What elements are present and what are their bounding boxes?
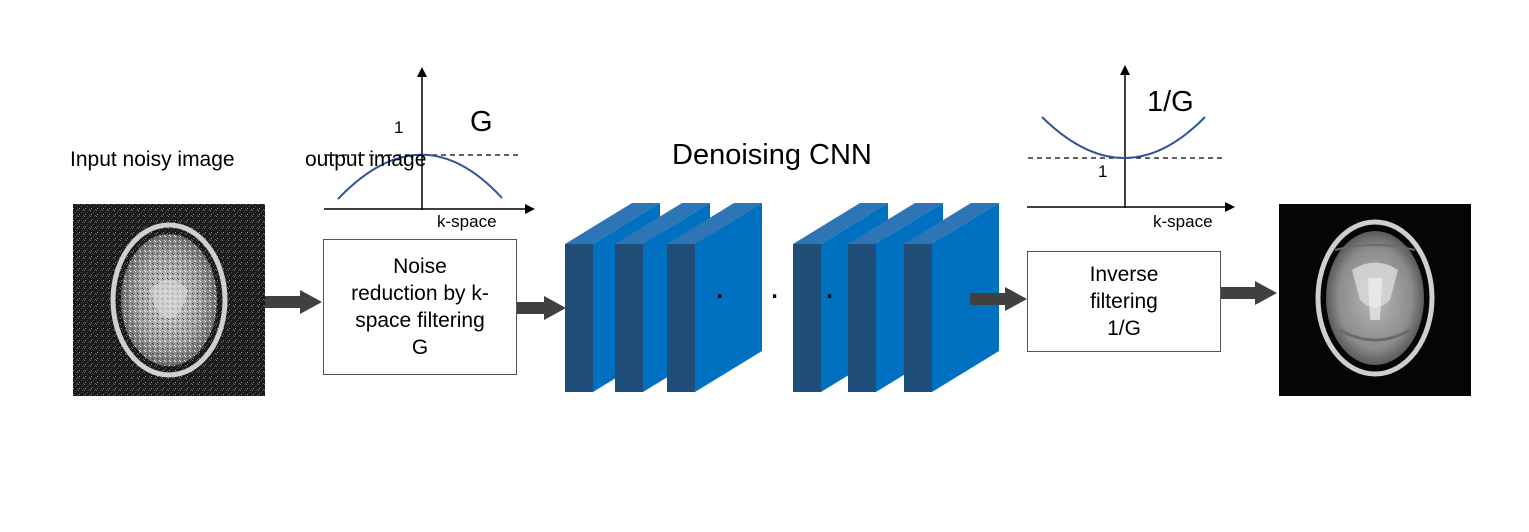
arrow-filter-to-cnn bbox=[517, 296, 566, 320]
inverse-plot-1g bbox=[1027, 65, 1235, 212]
noise-reduction-text: Noise reduction by k- space filtering G bbox=[351, 255, 489, 359]
filter-symbol-g: G bbox=[470, 106, 493, 138]
inverse-unity-label: 1 bbox=[1098, 162, 1108, 181]
inverse-filtering-text: Inverse filtering 1/G bbox=[1089, 263, 1159, 340]
arrow-cnn-to-inverse bbox=[970, 287, 1027, 311]
output-image bbox=[1279, 204, 1471, 396]
output-image-label: output image bbox=[305, 148, 427, 171]
cnn-layer-6 bbox=[904, 203, 999, 392]
cnn-layers bbox=[565, 203, 999, 392]
cnn-title: Denoising CNN bbox=[672, 139, 872, 171]
inverse-filter-curve bbox=[1041, 116, 1206, 159]
arrow-inverse-to-output bbox=[1220, 281, 1277, 305]
filter-unity-label: 1 bbox=[394, 118, 404, 137]
inverse-symbol-1g: 1/G bbox=[1147, 86, 1194, 118]
filter-axis-label: k-space bbox=[437, 212, 497, 231]
cnn-continuation-dots: . . . bbox=[715, 268, 853, 306]
arrow-input-to-filter bbox=[265, 290, 322, 314]
inverse-axis-label: k-space bbox=[1153, 212, 1213, 231]
filter-plot-g bbox=[324, 67, 535, 214]
input-image-label: Input noisy image bbox=[70, 148, 235, 171]
noise-reduction-box: Noise reduction by k- space filtering G bbox=[323, 239, 517, 375]
g-filter-curve bbox=[337, 153, 503, 200]
inverse-filtering-box: Inverse filtering 1/G bbox=[1027, 251, 1221, 352]
cnn-layer-3 bbox=[667, 203, 762, 392]
input-noisy-image bbox=[73, 204, 265, 396]
